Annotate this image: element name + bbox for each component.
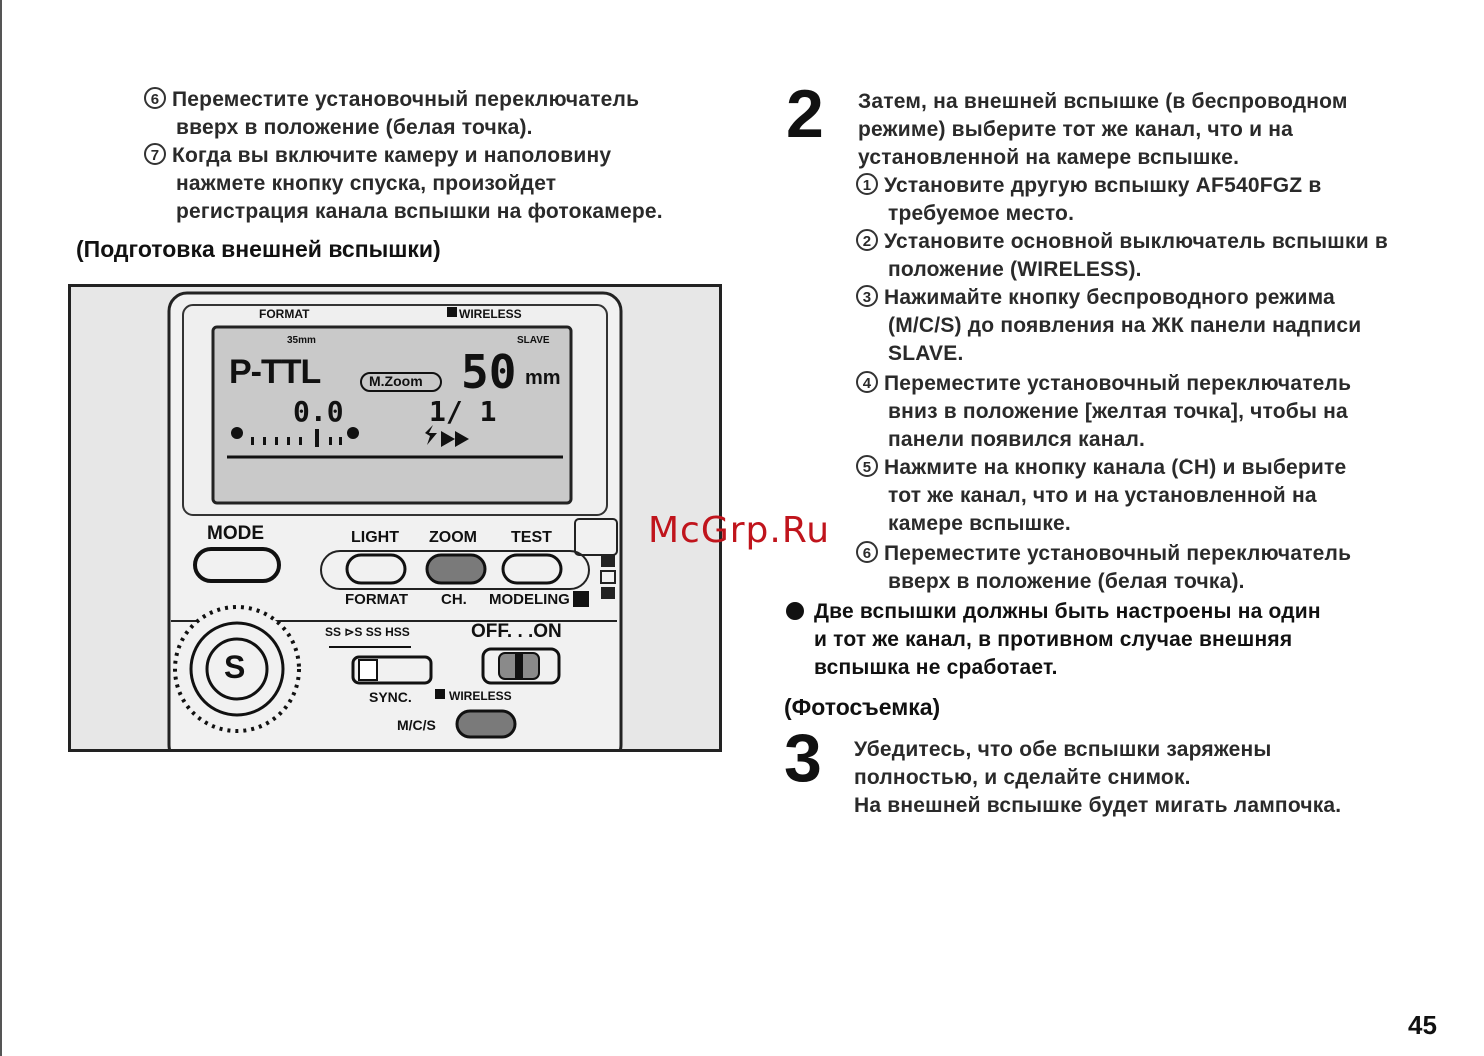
line: Когда вы включите камеру и наполовину — [172, 144, 612, 167]
line: Переместите установочный переключатель — [884, 542, 1352, 565]
line: и тот же канал, в противном случае внешн… — [814, 628, 1293, 651]
line: Переместите установочный переключатель — [884, 372, 1352, 395]
line: Убедитесь, что обе вспышки заряжены — [854, 738, 1272, 761]
line: Переместите установочный переключатель — [172, 88, 640, 111]
test-button-label: TEST — [511, 529, 552, 546]
wireless-top-label: WIRELESS — [459, 307, 522, 321]
line: панели появился канал. — [888, 428, 1146, 451]
line: нажмете кнопку спуска, произойдет — [176, 172, 557, 195]
step-number-2: 2 — [786, 76, 824, 152]
circled-number: 6 — [144, 87, 166, 109]
lcd-mzoom: M.Zoom — [369, 373, 423, 389]
light-button-label: LIGHT — [351, 529, 399, 546]
circled-number: 7 — [144, 143, 166, 165]
dial-label: S — [224, 649, 246, 685]
format-button-label: FORMAT — [345, 591, 409, 608]
step-number-3: 3 — [784, 720, 822, 796]
line: Установите другую вспышку AF540FGZ в — [884, 174, 1322, 197]
line: SLAVE. — [888, 342, 964, 365]
line: вспышка не сработает. — [814, 656, 1058, 679]
line: (M/C/S) до появления на ЖК панели надпис… — [888, 314, 1362, 337]
section-heading-prep: (Подготовка внешней вспышки) — [76, 236, 441, 262]
circled-number: 6 — [856, 541, 878, 563]
left-item-7: 7 Когда вы включите камеру и наполовину н… — [144, 142, 663, 226]
line: регистрация канала вспышки на фотокамере… — [176, 200, 663, 223]
flash-body-svg — [167, 291, 623, 749]
section-heading-shoot: (Фотосъемка) — [784, 694, 941, 720]
step2-intro: Затем, на внешней вспышке (в беспроводно… — [858, 88, 1348, 172]
circled-number: 1 — [856, 173, 878, 195]
lcd-ev-value: 0.0 — [293, 395, 344, 428]
line: На внешней вспышке будет мигать лампочка… — [854, 794, 1342, 817]
circled-number: 4 — [856, 371, 878, 393]
flash-panel-illustration: FORMAT WIRELESS 35mm SLAVE P-TTL M.Zoom … — [68, 284, 722, 752]
lcd-focal-small: 35mm — [287, 335, 316, 346]
line: установленной на камере вспышке. — [858, 146, 1240, 169]
step3-text: Убедитесь, что обе вспышки заряжены полн… — [854, 736, 1341, 820]
circled-number: 2 — [856, 229, 878, 251]
step2-item-5: 5 Нажмите на кнопку канала (CH) и выберит… — [856, 454, 1346, 538]
off-on-label: OFF. . .ON — [471, 621, 562, 642]
edge-mark — [0, 0, 2, 1056]
format-top-label: FORMAT — [259, 307, 310, 321]
lcd-zoom-unit: mm — [525, 367, 561, 389]
bullet-icon — [786, 602, 804, 620]
mcs-button-label: M/C/S — [397, 717, 436, 733]
line: Установите основной выключатель вспышки … — [884, 230, 1388, 253]
line: полностью, и сделайте снимок. — [854, 766, 1191, 789]
lcd-mode: P-TTL — [229, 353, 321, 391]
zoom-button-label: ZOOM — [429, 529, 477, 546]
line: Нажмите на кнопку канала (CH) и выберите — [884, 456, 1347, 479]
wireless-switch-label: WIRELESS — [449, 689, 512, 703]
watermark: McGrp.Ru — [648, 510, 831, 551]
sync-modes-label: SS ⊳S SS HSS — [325, 625, 410, 639]
lcd-slave: SLAVE — [517, 335, 550, 346]
mode-button-label: MODE — [207, 523, 264, 544]
line: требуемое место. — [888, 202, 1075, 225]
line: режиме) выберите тот же канал, что и на — [858, 118, 1293, 141]
line: камере вспышке. — [888, 512, 1071, 535]
line: вверх в положение (белая точка). — [888, 570, 1245, 593]
step2-item-2: 2 Установите основной выключатель вспышки… — [856, 228, 1388, 284]
circled-number: 5 — [856, 455, 878, 477]
line: вверх в положение (белая точка). — [176, 116, 533, 139]
page-number: 45 — [1408, 1010, 1437, 1040]
circled-number: 3 — [856, 285, 878, 307]
line: тот же канал, что и на установленной на — [888, 484, 1317, 507]
line: положение (WIRELESS). — [888, 258, 1142, 281]
lcd-zoom-value: 50 — [461, 345, 517, 399]
step2-item-3: 3 Нажимайте кнопку беспроводного режима (… — [856, 284, 1361, 368]
sync-label: SYNC. — [369, 689, 412, 705]
modeling-button-label: MODELING — [489, 591, 570, 608]
line: Две вспышки должны быть настроены на оди… — [814, 600, 1321, 623]
line: вниз в положение [желтая точка], чтобы н… — [888, 400, 1348, 423]
line: Затем, на внешней вспышке (в беспроводно… — [858, 90, 1348, 113]
channel-note: Две вспышки должны быть настроены на оди… — [814, 598, 1321, 682]
line: Нажимайте кнопку беспроводного режима — [884, 286, 1335, 309]
ch-button-label: CH. — [441, 591, 467, 608]
step2-item-1: 1 Установите другую вспышку AF540FGZ в тр… — [856, 172, 1321, 228]
lcd-ratio: 1/ 1 — [429, 395, 497, 428]
